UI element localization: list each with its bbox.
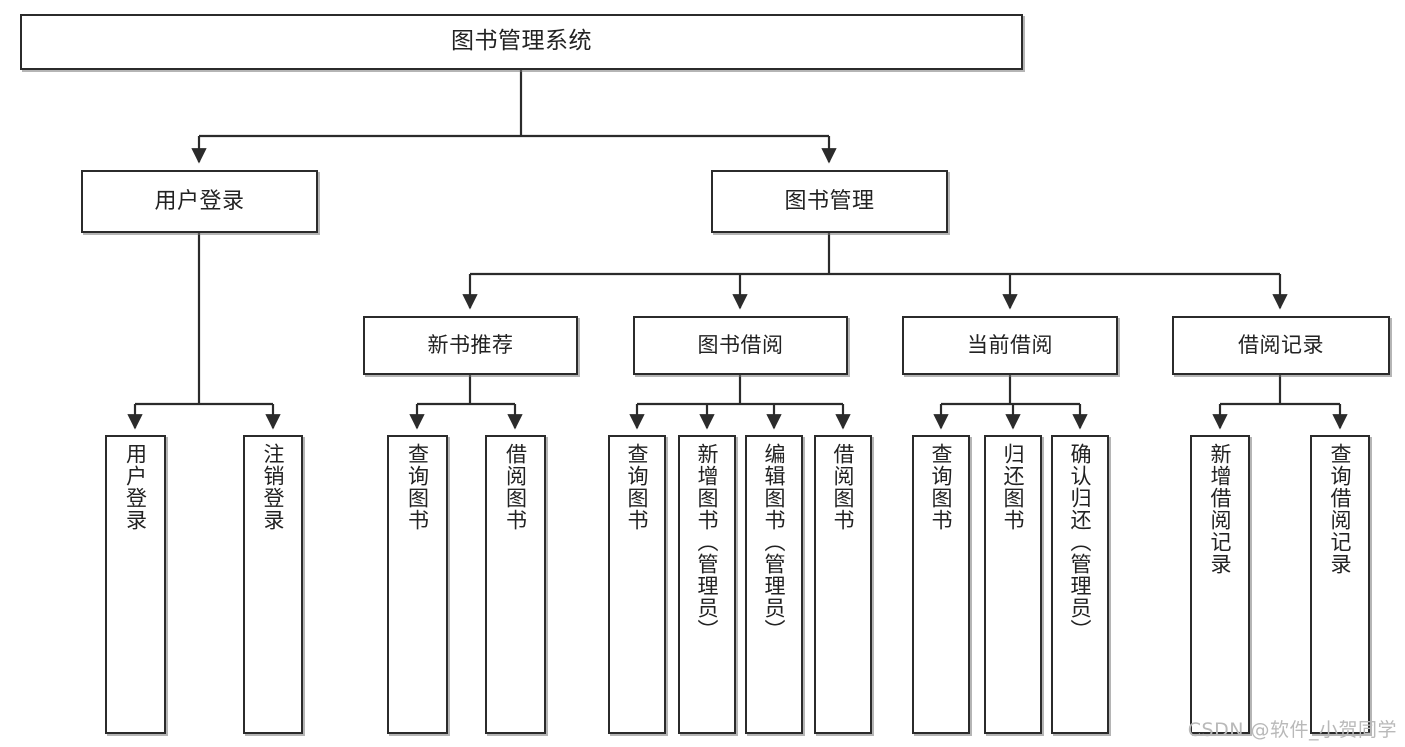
node-book-manage-label: 图书管理 (784, 188, 875, 214)
node-leaf-borrow-book-1[interactable]: 借阅图书 (485, 435, 546, 734)
edge-borrow-record-bus (1220, 375, 1340, 406)
node-user-login[interactable]: 用户登录 (81, 170, 318, 233)
node-book-borrow[interactable]: 图书借阅 (633, 316, 848, 375)
node-leaf-edit-book[interactable]: 编辑图书（管理员） (745, 435, 803, 734)
node-book-manage[interactable]: 图书管理 (711, 170, 948, 233)
edge-user-login-bus (135, 233, 273, 406)
node-leaf-user-login-label: 用户登录 (123, 443, 148, 531)
node-user-login-label: 用户登录 (154, 188, 245, 214)
edge-book-borrow-bus (637, 375, 843, 406)
node-current-borrow-label: 当前借阅 (967, 333, 1053, 358)
node-leaf-query-record[interactable]: 查询借阅记录 (1310, 435, 1370, 734)
node-current-borrow[interactable]: 当前借阅 (902, 316, 1118, 375)
node-leaf-borrow-book-2[interactable]: 借阅图书 (814, 435, 872, 734)
node-leaf-edit-book-label: 编辑图书（管理员） (762, 443, 787, 641)
node-leaf-borrow-book-1-label: 借阅图书 (503, 443, 528, 531)
node-book-borrow-label: 图书借阅 (697, 333, 784, 358)
node-leaf-return-book[interactable]: 归还图书 (984, 435, 1042, 734)
node-root-label: 图书管理系统 (451, 28, 592, 55)
node-new-book-rec[interactable]: 新书推荐 (363, 316, 578, 375)
edge-root-bus (199, 70, 829, 138)
node-leaf-user-login[interactable]: 用户登录 (105, 435, 166, 734)
node-leaf-query-book-3-label: 查询图书 (929, 443, 954, 531)
node-leaf-query-book-1[interactable]: 查询图书 (387, 435, 448, 734)
edge-book-manage-bus (470, 233, 1280, 276)
node-leaf-confirm-return-label: 确认归还（管理员） (1068, 443, 1093, 641)
node-leaf-return-book-label: 归还图书 (1001, 443, 1026, 531)
node-leaf-query-book-2-label: 查询图书 (625, 443, 650, 531)
node-leaf-query-book-3[interactable]: 查询图书 (912, 435, 970, 734)
node-leaf-confirm-return[interactable]: 确认归还（管理员） (1051, 435, 1109, 734)
node-borrow-record[interactable]: 借阅记录 (1172, 316, 1390, 375)
node-new-book-rec-label: 新书推荐 (427, 333, 514, 358)
node-leaf-logout[interactable]: 注销登录 (243, 435, 303, 734)
node-leaf-logout-label: 注销登录 (261, 443, 286, 531)
node-leaf-add-book-label: 新增图书（管理员） (695, 443, 720, 641)
edge-current-borrow-bus (941, 375, 1080, 406)
node-leaf-query-book-1-label: 查询图书 (405, 443, 430, 531)
node-root[interactable]: 图书管理系统 (20, 14, 1023, 70)
node-leaf-borrow-book-2-label: 借阅图书 (831, 443, 856, 531)
node-borrow-record-label: 借阅记录 (1238, 333, 1324, 358)
node-leaf-add-record[interactable]: 新增借阅记录 (1190, 435, 1250, 734)
node-leaf-query-book-2[interactable]: 查询图书 (608, 435, 666, 734)
node-leaf-add-record-label: 新增借阅记录 (1208, 443, 1233, 575)
edge-new-book-bus (417, 375, 515, 406)
node-leaf-add-book[interactable]: 新增图书（管理员） (678, 435, 736, 734)
node-leaf-query-record-label: 查询借阅记录 (1328, 443, 1353, 575)
